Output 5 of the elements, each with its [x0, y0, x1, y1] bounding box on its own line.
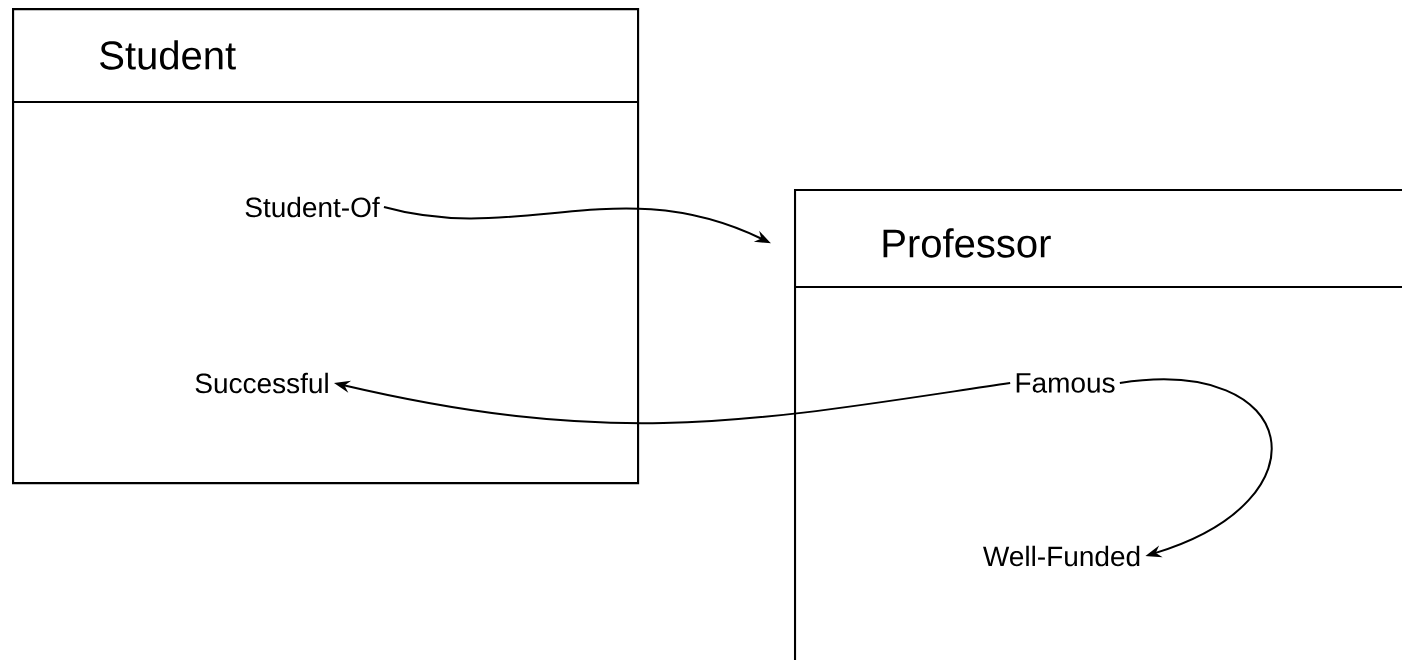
attribute-label: Well-Funded [983, 545, 1140, 567]
attribute-label: Successful [195, 372, 328, 394]
attribute-label: Student-Of [245, 196, 380, 218]
attribute-label: Famous [1016, 373, 1115, 393]
arrow [1118, 378, 1272, 558]
